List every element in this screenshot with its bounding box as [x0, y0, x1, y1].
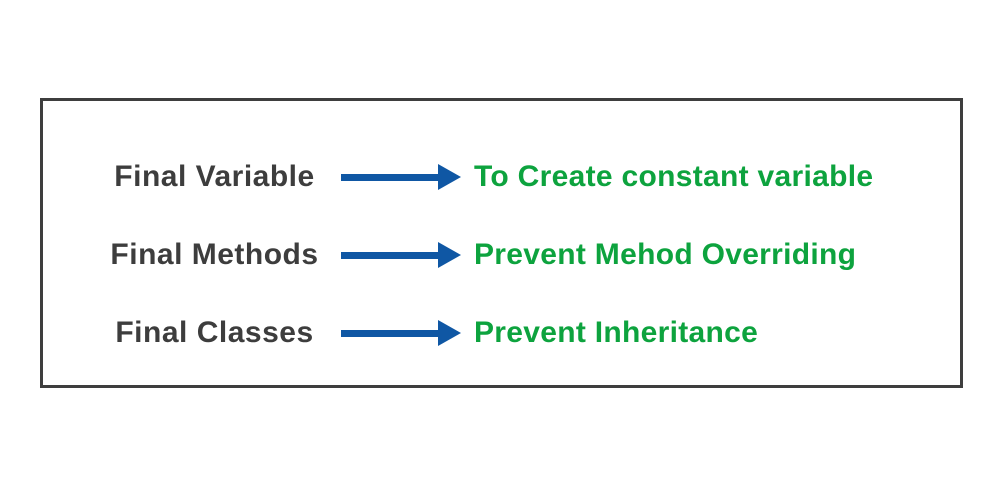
- arrow-shaft: [341, 251, 438, 259]
- row-label: Final Classes: [115, 316, 314, 349]
- arrow-right-icon: [341, 320, 461, 346]
- row-description: To Create constant variable: [474, 160, 874, 193]
- arrow-head: [438, 164, 461, 190]
- diagram-row-final-methods: Final Methods Prevent Mehod Overriding: [43, 233, 960, 277]
- arrow-right-icon: [341, 242, 461, 268]
- row-label: Final Methods: [110, 238, 319, 271]
- arrow-head: [438, 320, 461, 346]
- arrow-shaft: [341, 173, 438, 181]
- row-description: Prevent Mehod Overriding: [474, 238, 857, 271]
- arrow-shaft: [341, 329, 438, 337]
- diagram-row-final-classes: Final Classes Prevent Inheritance: [43, 311, 960, 355]
- arrow-head: [438, 242, 461, 268]
- diagram-row-final-variable: Final Variable To Create constant variab…: [43, 155, 960, 199]
- diagram-frame: Final Variable To Create constant variab…: [40, 98, 963, 388]
- arrow-right-icon: [341, 164, 461, 190]
- row-label: Final Variable: [114, 160, 315, 193]
- row-description: Prevent Inheritance: [474, 316, 759, 349]
